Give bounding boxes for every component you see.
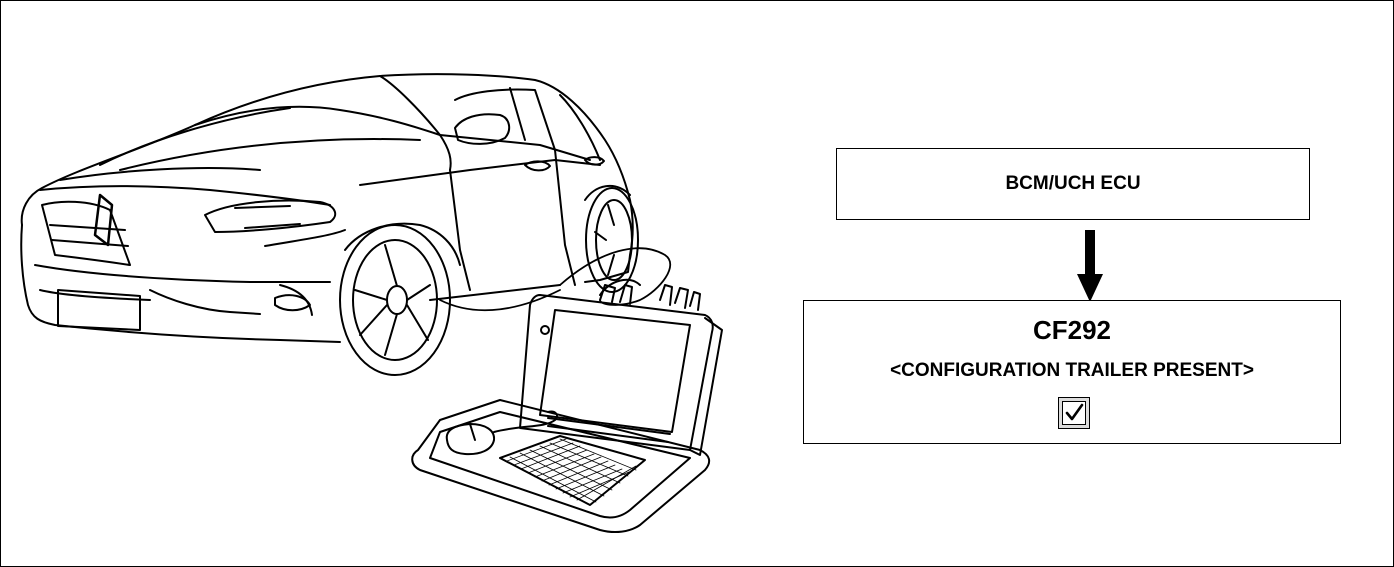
checkmark-icon: [1065, 403, 1084, 421]
configuration-code: CF292: [1032, 315, 1112, 345]
trailer-present-checkbox[interactable]: [1058, 397, 1090, 429]
ecu-label: BCM/UCH ECU: [1005, 173, 1141, 194]
down-arrow-icon: [1077, 230, 1103, 302]
configuration-name: <CONFIGURATION TRAILER PRESENT>: [890, 360, 1254, 381]
vehicle-and-diagnostic-tool-illustration: [20, 73, 723, 534]
ecu-box: BCM/UCH ECU: [836, 148, 1310, 220]
mouse-icon: [445, 423, 496, 456]
diagnostic-tool-illustration: [411, 278, 723, 534]
configuration-box: CF292 <CONFIGURATION TRAILER PRESENT>: [803, 300, 1341, 444]
car-hatchback-illustration: [20, 73, 639, 376]
keyboard-icon: [499, 435, 646, 506]
